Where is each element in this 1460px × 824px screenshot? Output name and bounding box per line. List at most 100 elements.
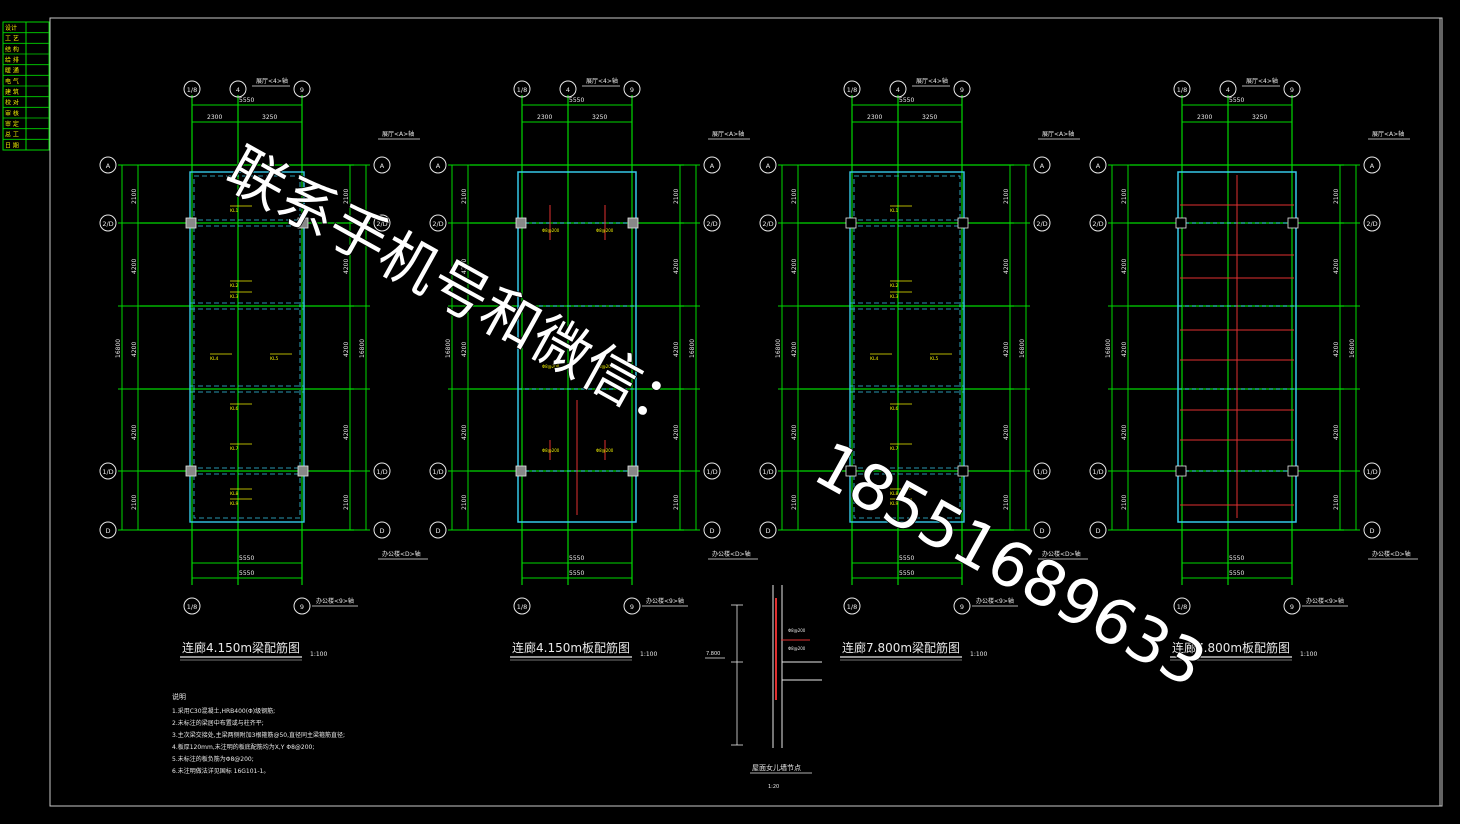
dim-text: 16800 (1019, 339, 1026, 358)
axis-label: 1/D (376, 468, 387, 476)
dim-text: 4200 (461, 425, 468, 440)
axis-bubble (1089, 214, 1107, 232)
axis-label: 1/D (432, 468, 443, 476)
beam-label: KL9 (230, 501, 238, 507)
axis-label: 2/D (1092, 220, 1103, 228)
beam-label: KL3 (890, 294, 898, 300)
dim-text: 4200 (461, 259, 468, 274)
axis-tag: 办公楼<D>轴 (382, 550, 421, 558)
outer-border (49, 17, 1443, 807)
dim-text: 5550 (1229, 570, 1244, 577)
dim-text: 4200 (791, 425, 798, 440)
dim-text: 16800 (689, 339, 696, 358)
beam-label: KL7 (230, 446, 238, 452)
axis-label: 2/D (432, 220, 443, 228)
beam-outline (849, 171, 965, 523)
axis-tag: 展厅<4>轴 (916, 77, 948, 85)
column (1175, 217, 1187, 229)
axis-label: A (380, 162, 385, 170)
axis-bubble (373, 156, 391, 174)
dim-text: 5550 (569, 555, 584, 562)
notes-block: 说明1.采用C30混凝土,HRB400(Φ)级钢筋;2.未标注的梁居中布置或与柱… (172, 692, 345, 775)
column (515, 217, 527, 229)
axis-bubble (1363, 156, 1381, 174)
notes-line: 6.未注明做法详见国标 16G101-1。 (172, 767, 269, 775)
column (185, 217, 197, 229)
title-block-cell: 审 定 (5, 120, 19, 128)
column (1287, 217, 1299, 229)
axis-tag: 展厅<A>轴 (1042, 130, 1074, 138)
beam-label: KL1 (890, 208, 898, 214)
axis-label: 4 (236, 86, 240, 94)
dim-text: 4200 (673, 342, 680, 357)
axis-label: 9 (1290, 603, 1294, 611)
axis-tag: 办公楼<9>轴 (316, 597, 354, 605)
panel-scale: 1:100 (1300, 651, 1317, 658)
dim-text: 2100 (1003, 495, 1010, 510)
axis-label: D (1095, 527, 1100, 535)
dim-text: 2100 (131, 495, 138, 510)
axis-tag: 办公楼<9>轴 (1306, 597, 1344, 605)
axis-bubble (623, 597, 641, 615)
axis-bubble (759, 156, 777, 174)
dim-text: 2100 (461, 189, 468, 204)
axis-bubble (559, 80, 577, 98)
dim-text: 4200 (1121, 342, 1128, 357)
dim-text: 2300 (537, 114, 552, 121)
axis-bubble (183, 80, 201, 98)
dim-text: 2100 (461, 495, 468, 510)
beam-label: KL8 (890, 491, 898, 497)
dim-text: 5550 (569, 570, 584, 577)
column (845, 465, 857, 477)
axis-bubble (623, 80, 641, 98)
rebar-label: Φ8@200 (542, 228, 560, 233)
axis-label: 2/D (1036, 220, 1047, 228)
axis-bubble (229, 80, 247, 98)
dim-text: 4200 (131, 425, 138, 440)
axis-label: 1/D (1092, 468, 1103, 476)
axis-bubble (1089, 156, 1107, 174)
beam-label: KL9 (890, 501, 898, 507)
axis-label: 9 (960, 86, 964, 94)
dim-text: 4200 (131, 342, 138, 357)
axis-label: 1/8 (1177, 86, 1187, 94)
axis-bubble (759, 214, 777, 232)
detail-title: 屋面女儿墙节点 (752, 763, 801, 772)
beam-label: KL3 (230, 294, 238, 300)
axis-bubble (293, 80, 311, 98)
axis-tag: 办公楼<D>轴 (1042, 550, 1081, 558)
axis-bubble (1363, 214, 1381, 232)
dim-text: 2100 (1121, 495, 1128, 510)
dim-text: 4200 (343, 342, 350, 357)
axis-bubble (1363, 462, 1381, 480)
axis-bubble (759, 521, 777, 539)
notes-line: 5.未标注的板负筋为Φ8@200; (172, 755, 254, 763)
axis-tag: 展厅<4>轴 (256, 77, 288, 85)
title-block-cell: 给 排 (5, 56, 19, 64)
notes-line: 4.板厚120mm,未注明的板底配筋均为X,Y Φ8@200; (172, 743, 314, 751)
beam-label: KL1 (230, 208, 238, 214)
axis-label: A (710, 162, 715, 170)
dim-text: 5550 (1229, 555, 1244, 562)
notes-line: 2.未标注的梁居中布置或与柱齐平; (172, 719, 264, 727)
dim-text: 3250 (592, 114, 607, 121)
title-block-cell: 总 工 (5, 131, 19, 139)
axis-bubble (703, 462, 721, 480)
dim-text: 3250 (1252, 114, 1267, 121)
axis-bubble (1283, 597, 1301, 615)
dim-text: 2100 (1333, 189, 1340, 204)
dim-text: 3250 (262, 114, 277, 121)
dim-text: 16800 (775, 339, 782, 358)
axis-label: 1/8 (847, 86, 857, 94)
rebar-label: Φ8@200 (596, 364, 614, 369)
dim-text: 2100 (343, 189, 350, 204)
axis-label: 4 (896, 86, 900, 94)
axis-bubble (1089, 462, 1107, 480)
axis-label: 1/8 (847, 603, 857, 611)
axis-label: D (105, 527, 110, 535)
title-block-cell: 工 艺 (5, 35, 19, 43)
column (297, 465, 309, 477)
axis-bubble (429, 156, 447, 174)
dim-text: 2300 (1197, 114, 1212, 121)
